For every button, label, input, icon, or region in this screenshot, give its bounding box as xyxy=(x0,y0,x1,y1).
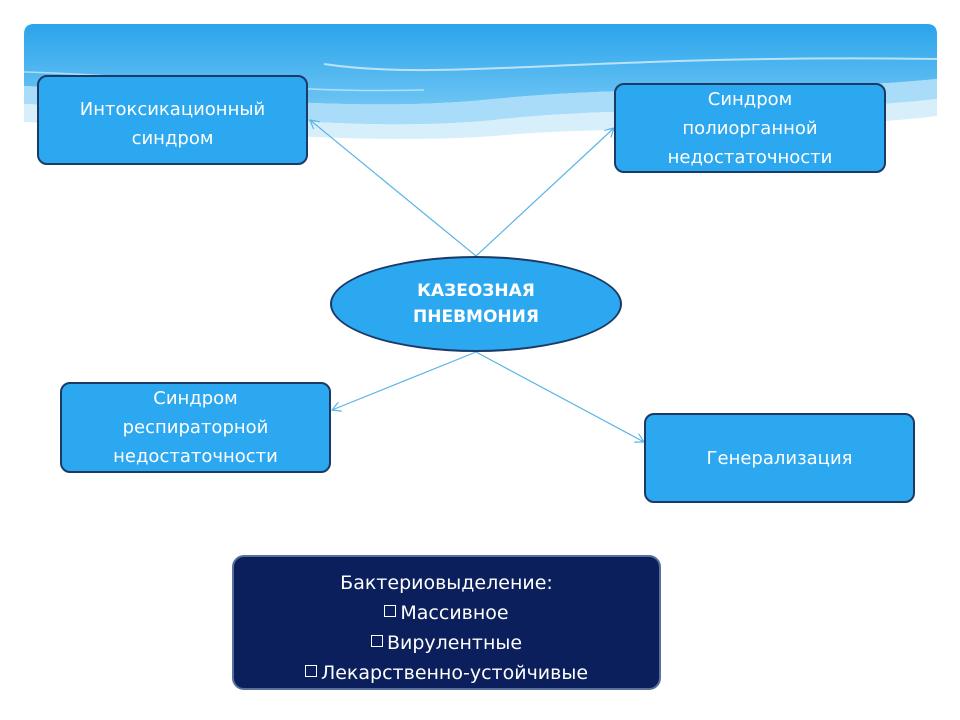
bacteria-title: Бактериовыделение: xyxy=(340,572,553,594)
bacteria-item-1: Массивное xyxy=(400,602,509,624)
checkbox-icon xyxy=(304,665,317,677)
arrow-to-intoxication xyxy=(310,120,477,257)
box-polyorgan-failure: Синдром полиорганной недостаточности xyxy=(614,83,886,173)
list-item: Лекарственно-устойчивые xyxy=(234,658,659,688)
box-polyorgan-line2: полиорганной xyxy=(682,117,818,139)
checkbox-icon xyxy=(370,635,383,647)
bacteria-excretion-box: Бактериовыделение: Массивное Вирулентные… xyxy=(232,555,661,690)
checkbox-icon xyxy=(384,605,397,617)
box-intoxication-line1: Интоксикационный xyxy=(79,99,266,120)
list-item: Вирулентные xyxy=(234,628,659,658)
arrow-to-respiratory xyxy=(332,351,477,410)
box-respiratory-line1: Синдром xyxy=(153,388,238,409)
box-intoxication-syndrome: Интоксикационный синдром xyxy=(37,75,308,165)
center-line1: КАЗЕОЗНАЯ xyxy=(417,281,535,301)
center-line2: ПНЕВМОНИЯ xyxy=(413,307,539,327)
box-polyorgan-line3: недостаточности xyxy=(667,146,833,168)
box-generalization-label: Генерализация xyxy=(706,447,853,469)
list-item: Массивное xyxy=(234,598,659,628)
box-respiratory-failure: Синдром респираторной недостаточности xyxy=(60,382,331,473)
box-respiratory-line2: респираторной xyxy=(122,417,269,438)
bacteria-item-2: Вирулентные xyxy=(386,632,523,654)
arrow-to-generalization xyxy=(475,351,644,442)
center-ellipse-caseous-pneumonia: КАЗЕОЗНАЯ ПНЕВМОНИЯ xyxy=(330,256,622,352)
box-respiratory-line3: недостаточности xyxy=(113,446,278,467)
bacteria-item-3: Лекарственно-устойчивые xyxy=(320,662,589,684)
box-polyorgan-line1: Синдром xyxy=(707,88,793,110)
box-intoxication-line2: синдром xyxy=(131,128,214,149)
box-generalization: Генерализация xyxy=(644,413,915,503)
arrow-to-polyorgan xyxy=(475,128,614,257)
